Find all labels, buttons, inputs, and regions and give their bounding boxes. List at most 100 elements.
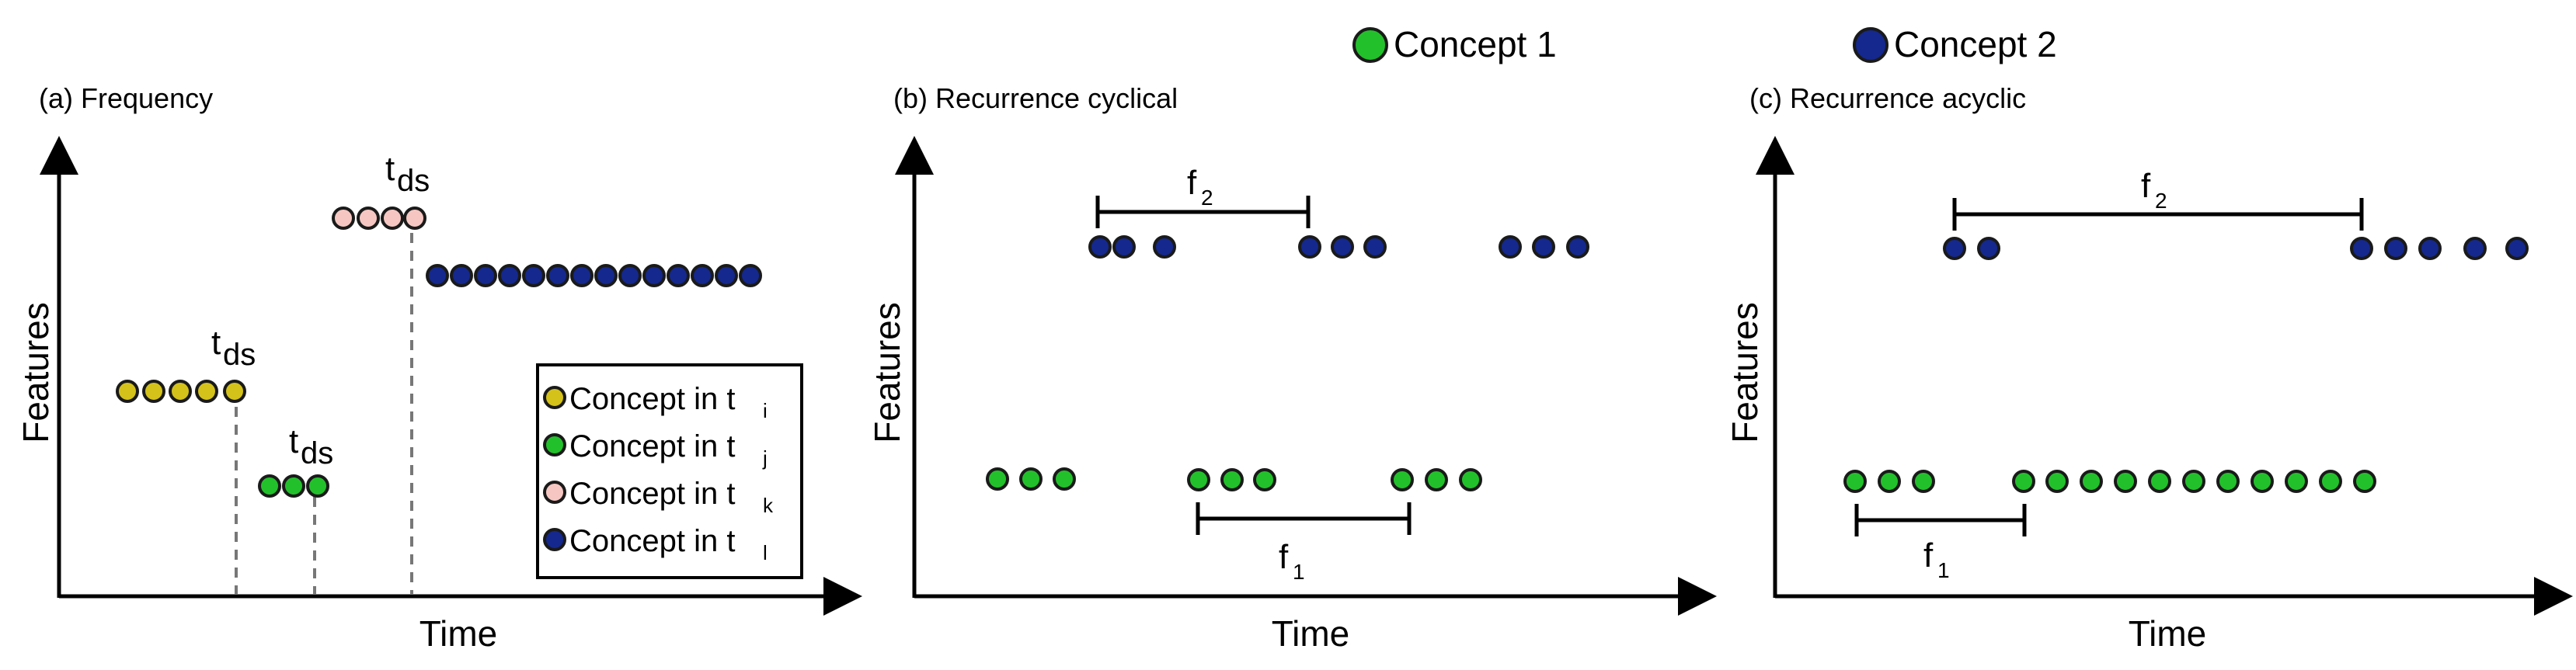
concept-dot (1363, 235, 1387, 259)
concept-dot (1459, 468, 1482, 491)
panel-c-x-label: Time (2129, 613, 2207, 654)
concept-dot (715, 264, 738, 287)
concept-dot (1977, 237, 2000, 260)
legend-sub: j (762, 446, 768, 470)
legend-label: Concept in t (569, 382, 735, 416)
panel-c-y-label: Features (1725, 302, 1765, 443)
concept-dot (522, 264, 545, 287)
concept-dot (1220, 468, 1244, 491)
concept-tj-dots (258, 474, 329, 498)
concept-dot (1943, 237, 1966, 260)
concept-dot (1019, 467, 1043, 491)
concept-dot (2353, 470, 2376, 493)
legend-dot (543, 433, 566, 457)
f1-bracket (1854, 504, 2027, 536)
tds-t: t (289, 422, 298, 460)
concept-dot (1153, 235, 1176, 259)
panel-c-title: (c) Recurrence acyclic (1749, 82, 2026, 114)
concept-ti-dots (116, 380, 246, 403)
concept-dot (2505, 237, 2529, 260)
f1-label: f (1923, 536, 1934, 575)
concept-dot (282, 474, 305, 498)
legend-item-tj: Concept in t j (543, 429, 768, 470)
legend-sub: l (763, 541, 768, 564)
concept-dot (1331, 235, 1354, 259)
concept-dot (2251, 470, 2274, 493)
legend-dot (543, 481, 566, 504)
concept-tl-dots (426, 264, 762, 287)
concept-dot (1253, 468, 1276, 491)
concept-dot (450, 264, 473, 287)
concept-dot (986, 467, 1009, 491)
concept-dot (1425, 468, 1448, 491)
concept-dot (1298, 235, 1321, 259)
f1-label: f (1279, 538, 1289, 576)
concept-dot (1112, 235, 1136, 259)
concept-dot (332, 207, 355, 230)
tds-annotation-3: t ds (385, 150, 430, 198)
f2-label: f (2141, 167, 2151, 205)
f1-sub: 1 (1937, 558, 1950, 582)
concept-dot (1053, 467, 1076, 491)
panel-c-recurrence-acyclic: (c) Recurrence acyclic Features Time f 2… (1725, 82, 2573, 654)
concept-dot (2114, 470, 2137, 493)
concept-dot (357, 207, 380, 230)
concept-dot (691, 264, 714, 287)
f2-sub: 2 (2155, 189, 2167, 213)
concept-dot (116, 380, 139, 403)
concept1-legend-dot (1352, 27, 1388, 63)
concept-dot (2045, 470, 2069, 493)
concept-dot (2182, 470, 2205, 493)
f2-sub: 2 (1201, 186, 1213, 210)
concept1-dots (1843, 470, 2376, 493)
panel-a-legend: Concept in t i Concept in t j Concept in… (536, 363, 803, 579)
concept-dot (426, 264, 449, 287)
concept-dot (1391, 468, 1414, 491)
panel-a-title: (a) Frequency (39, 82, 213, 114)
f1-sub: 1 (1293, 560, 1305, 584)
concept-dot (169, 380, 192, 403)
concept-dot (2285, 470, 2308, 493)
legend-item-ti: Concept in t i (543, 382, 768, 422)
concept-dot (2384, 237, 2407, 260)
concept-dot (1878, 470, 1901, 493)
concept-dot (1088, 235, 1112, 259)
panel-a-x-label: Time (419, 613, 498, 654)
concept-dot (223, 380, 246, 403)
concept-dot (1532, 235, 1555, 259)
panel-b-y-label: Features (867, 302, 907, 443)
legend-sub: k (763, 494, 774, 517)
f1-bracket (1196, 502, 1412, 535)
concept-dot (2463, 237, 2487, 260)
concept-dot (1187, 468, 1210, 491)
concept-dot (594, 264, 618, 287)
legend-dot (543, 386, 566, 409)
concept-dot (306, 474, 329, 498)
concept-dot (642, 264, 666, 287)
concept-dot (498, 264, 521, 287)
legend-box (536, 363, 803, 579)
concept-dot (667, 264, 690, 287)
legend-label: Concept in t (569, 477, 735, 511)
concept-dot (1843, 470, 1867, 493)
legend-item-tl: Concept in t l (543, 524, 768, 564)
concept-dot (2418, 237, 2442, 260)
f2-label: f (1187, 164, 1197, 202)
concept-dot (2148, 470, 2171, 493)
concept-dot (2319, 470, 2342, 493)
concept-dot (2080, 470, 2103, 493)
tds-annotation-2: t ds (289, 422, 333, 470)
tds-sub: ds (223, 338, 256, 372)
concept-dot (381, 207, 404, 230)
panel-b-x-label: Time (1272, 613, 1350, 654)
concept-dot (739, 264, 762, 287)
concept-tk-dots (332, 207, 426, 230)
f2-bracket (1095, 196, 1311, 228)
tds-t: t (385, 150, 395, 188)
concept-dot (474, 264, 497, 287)
concept-dot (1912, 470, 1935, 493)
concept-dot (2350, 237, 2373, 260)
concept-dot (2216, 470, 2240, 493)
concept-dot (258, 474, 281, 498)
concept-dot (546, 264, 569, 287)
